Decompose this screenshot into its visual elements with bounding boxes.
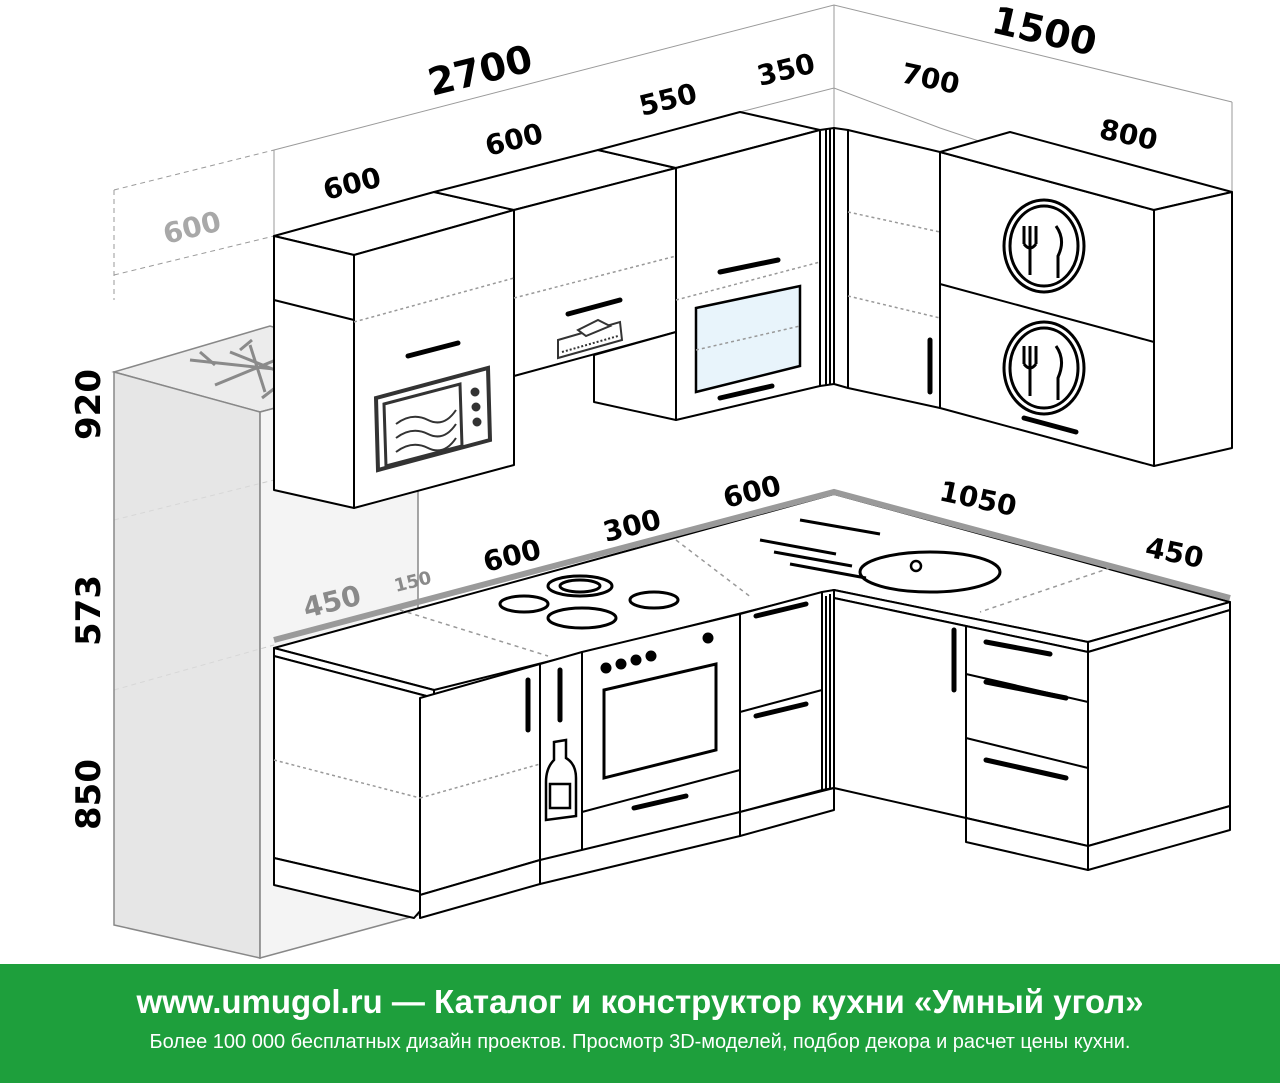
cutlery-plate-icon — [1002, 198, 1086, 294]
dim-upper-total: 2700 — [424, 36, 537, 104]
dim-right-total: 1500 — [988, 0, 1101, 65]
bottle-icon — [544, 738, 578, 822]
wall-edge-line — [273, 488, 1231, 643]
dim-right-upper-2: 800 — [1097, 113, 1161, 157]
kitchen-drawing: 2700 1500 600 600 550 350 700 800 600 92… — [69, 0, 1233, 959]
cooktop-icon — [498, 574, 680, 630]
cutlery-plate-icon — [1002, 320, 1086, 416]
dim-right-base-1: 1050 — [937, 475, 1020, 523]
upper-handles — [405, 257, 1079, 435]
corner-post — [825, 128, 831, 790]
dim-height-upper: 920 — [69, 369, 109, 440]
oven-icon — [694, 284, 802, 394]
sink-icon — [759, 518, 1002, 594]
dim-fridge-depth: 600 — [160, 205, 225, 251]
range-hood-icon — [557, 318, 624, 360]
dim-upper-3: 550 — [636, 77, 701, 123]
kitchen-diagram: 2700 1500 600 600 550 350 700 800 600 92… — [69, 0, 1233, 959]
base-cabinets — [273, 589, 1231, 919]
dim-right-upper-1: 700 — [899, 57, 963, 101]
dim-height-mid: 573 — [69, 575, 109, 646]
footer-subline: Более 100 000 бесплатных дизайн проектов… — [149, 1031, 1131, 1053]
oven-icon — [600, 632, 718, 780]
promo-footer: www.umugol.ru — Каталог и конструктор ку… — [0, 964, 1280, 1083]
dim-height-base: 850 — [69, 759, 109, 830]
countertop — [273, 493, 1231, 699]
dim-upper-1: 600 — [320, 161, 385, 207]
base-handles — [525, 601, 1069, 811]
microwave-icon — [373, 365, 493, 473]
dim-right-base-2: 450 — [1143, 531, 1207, 575]
dim-upper-2: 600 — [482, 117, 547, 163]
dim-upper-4: 350 — [754, 47, 819, 93]
footer-headline[interactable]: www.umugol.ru — Каталог и конструктор ку… — [136, 983, 1144, 1020]
